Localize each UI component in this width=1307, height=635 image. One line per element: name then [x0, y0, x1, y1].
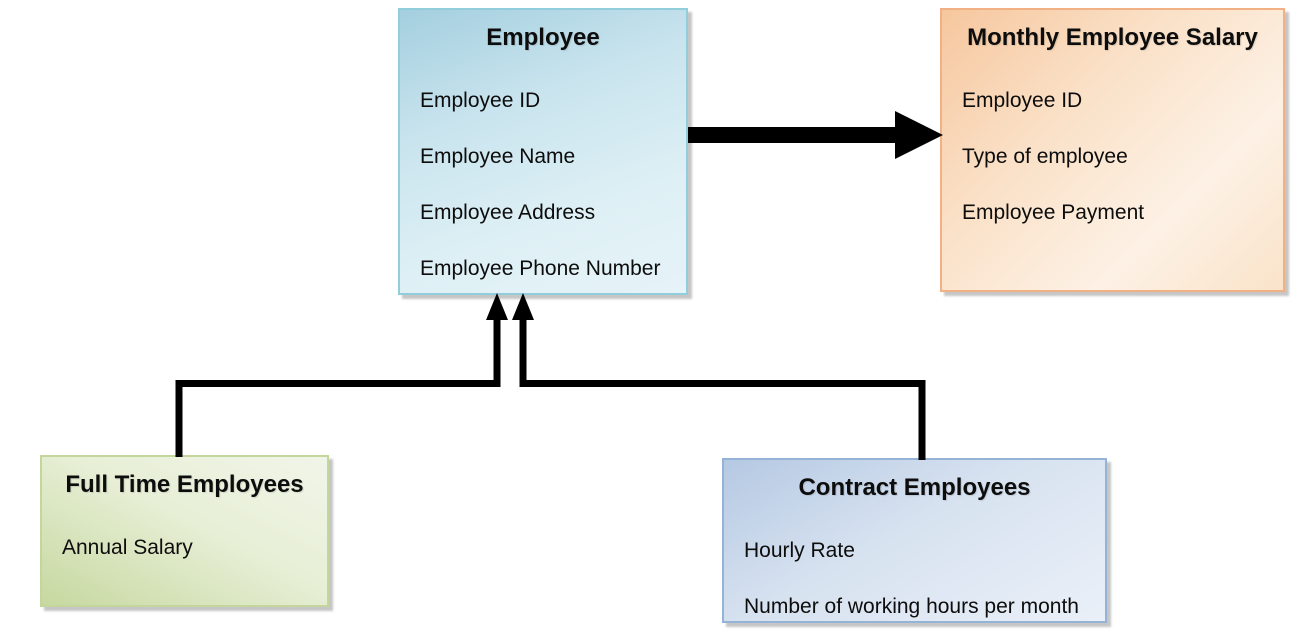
field-employee-payment: Employee Payment	[962, 201, 1145, 224]
node-full-time-fields: Annual Salary	[62, 520, 319, 576]
node-monthly-salary-title: Monthly Employee Salary	[967, 24, 1258, 51]
arrow-contract-to-employee-icon	[512, 293, 926, 460]
node-monthly-salary-fields: Employee ID Type of employee Employee Pa…	[962, 73, 1275, 241]
field-hourly-rate: Hourly Rate	[744, 539, 855, 562]
field-employee-name: Employee Name	[420, 145, 576, 168]
field-employee-address: Employee Address	[420, 201, 596, 224]
field-annual-salary: Annual Salary	[62, 536, 193, 559]
field-employee-id: Employee ID	[420, 89, 541, 112]
field-working-hours: Number of working hours per month	[744, 595, 1079, 618]
field-monthly-employee-id: Employee ID	[962, 89, 1083, 112]
node-contract-title: Contract Employees	[798, 474, 1031, 501]
arrow-fulltime-to-employee-icon	[175, 293, 508, 457]
node-employee: Employee Employee ID Employee Name Emplo…	[398, 8, 688, 295]
node-full-time-title: Full Time Employees	[65, 471, 304, 498]
node-full-time-employees: Full Time Employees Annual Salary	[40, 455, 329, 607]
field-type-of-employee: Type of employee	[962, 145, 1128, 168]
node-employee-title: Employee	[486, 24, 600, 51]
node-contract-employees: Contract Employees Hourly Rate Number of…	[722, 458, 1107, 623]
node-employee-fields: Employee ID Employee Name Employee Addre…	[420, 73, 678, 297]
node-contract-fields: Hourly Rate Number of working hours per …	[744, 523, 1097, 635]
node-monthly-employee-salary: Monthly Employee Salary Employee ID Type…	[940, 8, 1285, 292]
field-employee-phone: Employee Phone Number	[420, 257, 661, 280]
arrow-employee-to-monthly-salary-icon	[688, 111, 943, 159]
